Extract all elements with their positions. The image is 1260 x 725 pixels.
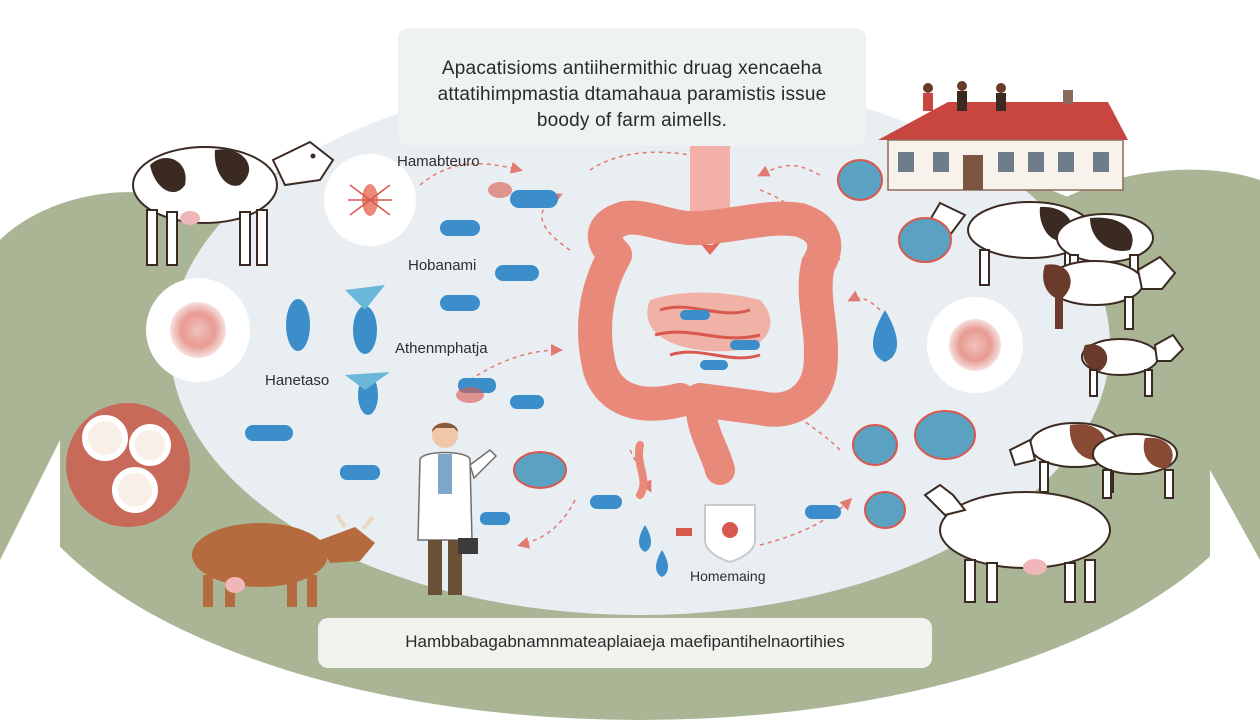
cow-icon <box>923 483 1111 603</box>
cow-icon <box>1081 333 1185 397</box>
label-athenmphatja: Athenmphatja <box>395 340 488 357</box>
footer-caption: Hambbabagabnamnmateaplaiaeja maefipantih… <box>405 632 845 651</box>
title-line-3: boody of farm aimells. <box>536 110 728 131</box>
footer-panel <box>318 618 932 668</box>
germ-magnified-icon <box>927 297 1023 393</box>
tapeworm-crosssection-icon <box>66 403 190 527</box>
water-drop-icon <box>639 310 898 577</box>
germ-magnified-icon <box>146 278 250 382</box>
label-homemaing: Homemaing <box>690 568 766 584</box>
title-line-1: Apacatisioms antiihermithic druag xencae… <box>441 58 823 79</box>
title-line-2: attatihimpmastia dtamahaua paramistis is… <box>437 84 827 105</box>
cow-icon <box>1043 255 1177 330</box>
title-panel <box>398 28 866 146</box>
veterinarian-icon <box>417 422 498 595</box>
cow-icon <box>132 140 335 266</box>
intestine-illustration <box>578 200 842 499</box>
farmhouse-icon <box>878 81 1128 191</box>
label-hanetaso: Hanetaso <box>265 372 330 389</box>
cow-icon <box>192 513 375 607</box>
parasite-icons <box>245 159 976 529</box>
label-hobanami: Hobanami <box>408 257 477 274</box>
mite-magnified-icon <box>324 154 416 246</box>
shield-icon <box>676 504 756 564</box>
label-hamabteuro: Hamabteuro <box>397 153 480 170</box>
cow-icon <box>1092 433 1178 499</box>
